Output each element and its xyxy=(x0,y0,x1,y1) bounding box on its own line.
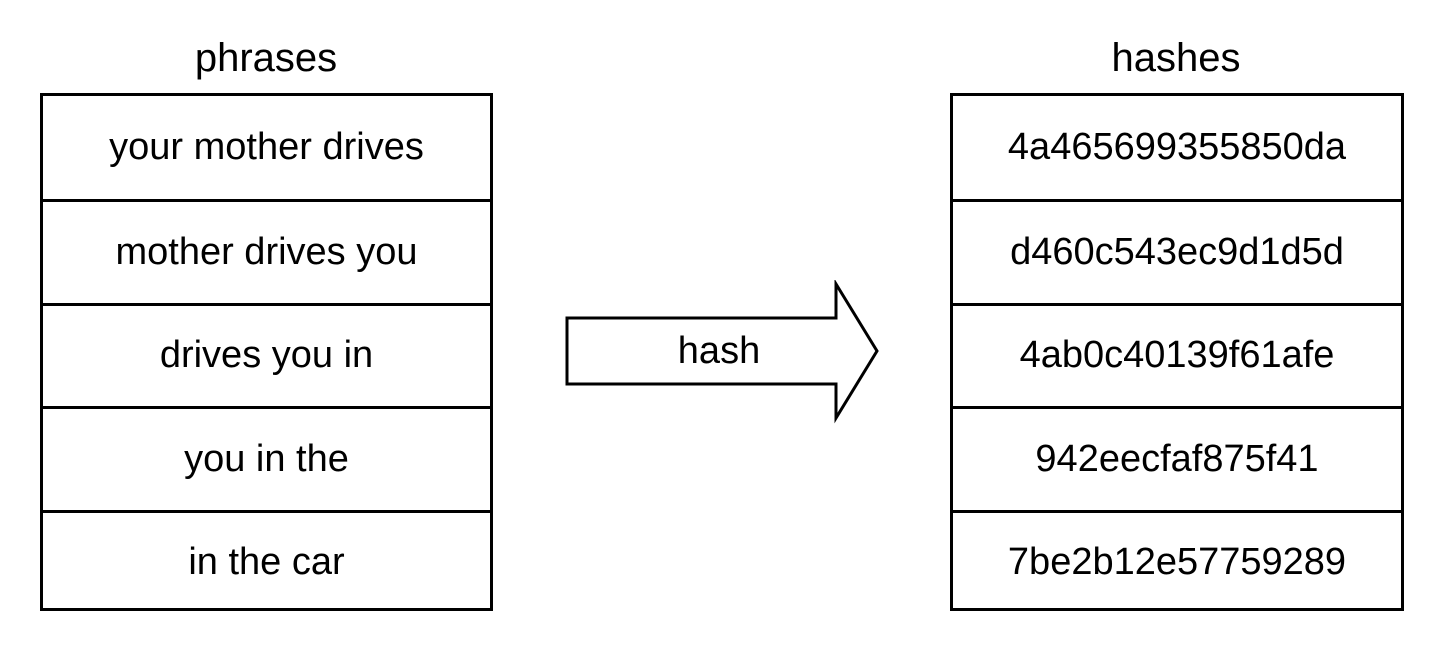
hash-arrow-shape xyxy=(565,280,879,424)
phrase-cell: in the car xyxy=(43,509,490,613)
hash-arrow xyxy=(565,280,879,424)
hash-arrow-label: hash xyxy=(677,330,761,372)
phrase-cell: drives you in xyxy=(43,302,490,406)
hashes-table: 4a465699355850da d460c543ec9d1d5d 4ab0c4… xyxy=(950,93,1404,611)
phrases-title: phrases xyxy=(194,36,338,80)
phrases-table: your mother drives mother drives you dri… xyxy=(40,93,493,611)
phrase-cell: you in the xyxy=(43,406,490,509)
hash-cell: 942eecfaf875f41 xyxy=(953,406,1401,509)
hash-cell: 4a465699355850da xyxy=(1007,126,1347,169)
hash-cell: 4ab0c40139f61afe xyxy=(953,302,1401,406)
hash-cell: d460c543ec9d1d5d xyxy=(953,199,1401,302)
hash-cell: 7be2b12e57759289 xyxy=(953,509,1401,613)
phrase-cell: your mother drives xyxy=(109,126,424,169)
hashes-title: hashes xyxy=(1111,36,1241,80)
phrase-cell: mother drives you xyxy=(43,199,490,302)
